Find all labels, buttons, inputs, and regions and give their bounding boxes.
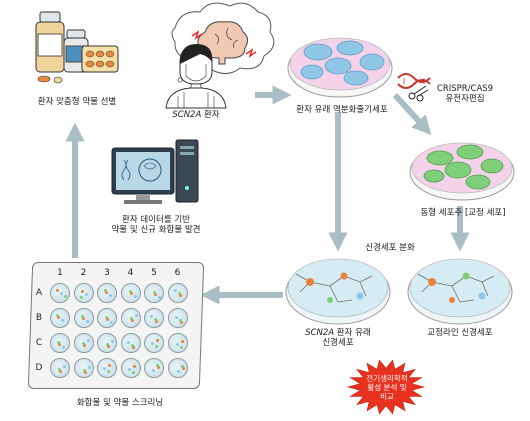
neuron-diff-label: 신경세포 분화 <box>365 243 415 253</box>
plate-well-C3 <box>97 333 117 353</box>
ephys-label-line2: 활성 분석 및 <box>367 383 407 392</box>
crispr-label-line1: CRISPR/CAS9 <box>436 84 494 94</box>
ephys-label: 전기생리학적 활성 분석 및 비교 <box>352 374 422 401</box>
scn2a-neuron-label: SCN2A 환자 유래 신경세포 <box>288 328 388 348</box>
plate-row-C: C <box>35 338 43 348</box>
arrow-ipsc-to-isogenic <box>392 92 432 136</box>
plate-well-D3 <box>97 358 117 378</box>
plate-well-B2 <box>73 308 94 328</box>
patient-ipsc-label: 환자 유래 역분화줄기세포 <box>296 105 388 115</box>
plate-row-D: D <box>35 363 43 373</box>
ephys-label-line3: 비교 <box>380 392 394 401</box>
plate-well-C1 <box>50 333 70 353</box>
plate-well-B6 <box>167 308 188 328</box>
scn2a-neuron-dish <box>285 258 391 325</box>
plate-column-1: 1 <box>57 268 63 278</box>
plate-well-B1 <box>50 308 70 328</box>
plate-well-A2 <box>73 283 94 303</box>
plate-well-D5 <box>144 358 164 378</box>
plate-well-D4 <box>120 358 141 378</box>
patient-label: SCN2A 환자 <box>172 110 220 120</box>
discovery-label-line1: 환자 데이터를 기반 <box>122 215 190 225</box>
plate-well-C2 <box>73 333 94 353</box>
plate-well-D1 <box>50 358 70 378</box>
drug-selection-label: 환자 맞춤형 약물 선별 <box>37 97 117 107</box>
discovery-label: 환자 데이터를 기반 약물 및 신규 화합물 발견 <box>96 215 216 235</box>
screening-label: 화합물 및 약물 스크리닝 <box>76 398 164 408</box>
crispr-label: CRISPR/CAS9 유전자편집 <box>430 84 500 104</box>
plate-well-C6 <box>167 333 188 353</box>
plate-row-B: B <box>35 313 43 323</box>
plate-well-B4 <box>120 308 141 328</box>
plate-well-A5 <box>144 283 164 303</box>
plate-well-D2 <box>73 358 94 378</box>
plate-well-C4 <box>120 333 141 353</box>
plate-row-A: A <box>35 288 43 298</box>
plate-column-3: 3 <box>104 268 110 278</box>
plate-well-A6 <box>167 283 188 303</box>
scn2a-neuron-label-line2: 신경세포 <box>322 338 354 348</box>
crispr-label-line2: 유전자편집 <box>445 94 485 104</box>
ephys-label-line1: 전기생리학적 <box>366 374 408 383</box>
corrected-neuron-label: 교정라인 신경세포 <box>427 328 493 338</box>
corrected-neuron-dish <box>407 258 513 325</box>
plate-well-C5 <box>144 333 164 353</box>
plate-well-B5 <box>144 308 164 328</box>
plate-column-6: 6 <box>174 268 181 278</box>
plate-well-A1 <box>50 283 70 303</box>
scn2a-neuron-label-line1: SCN2A 환자 유래 <box>305 328 371 338</box>
isogenic-label: 동형 세포주 [교정 세포] <box>420 208 506 218</box>
plate-well-B3 <box>97 308 117 328</box>
plate-well-A4 <box>120 283 141 303</box>
plate-column-4: 4 <box>127 268 134 278</box>
plate-column-5: 5 <box>151 268 157 278</box>
plate-well-A3 <box>97 283 117 303</box>
plate-well-D6 <box>167 358 188 378</box>
plate-column-2: 2 <box>80 268 87 278</box>
discovery-label-line2: 약물 및 신규 화합물 발견 <box>111 225 201 235</box>
